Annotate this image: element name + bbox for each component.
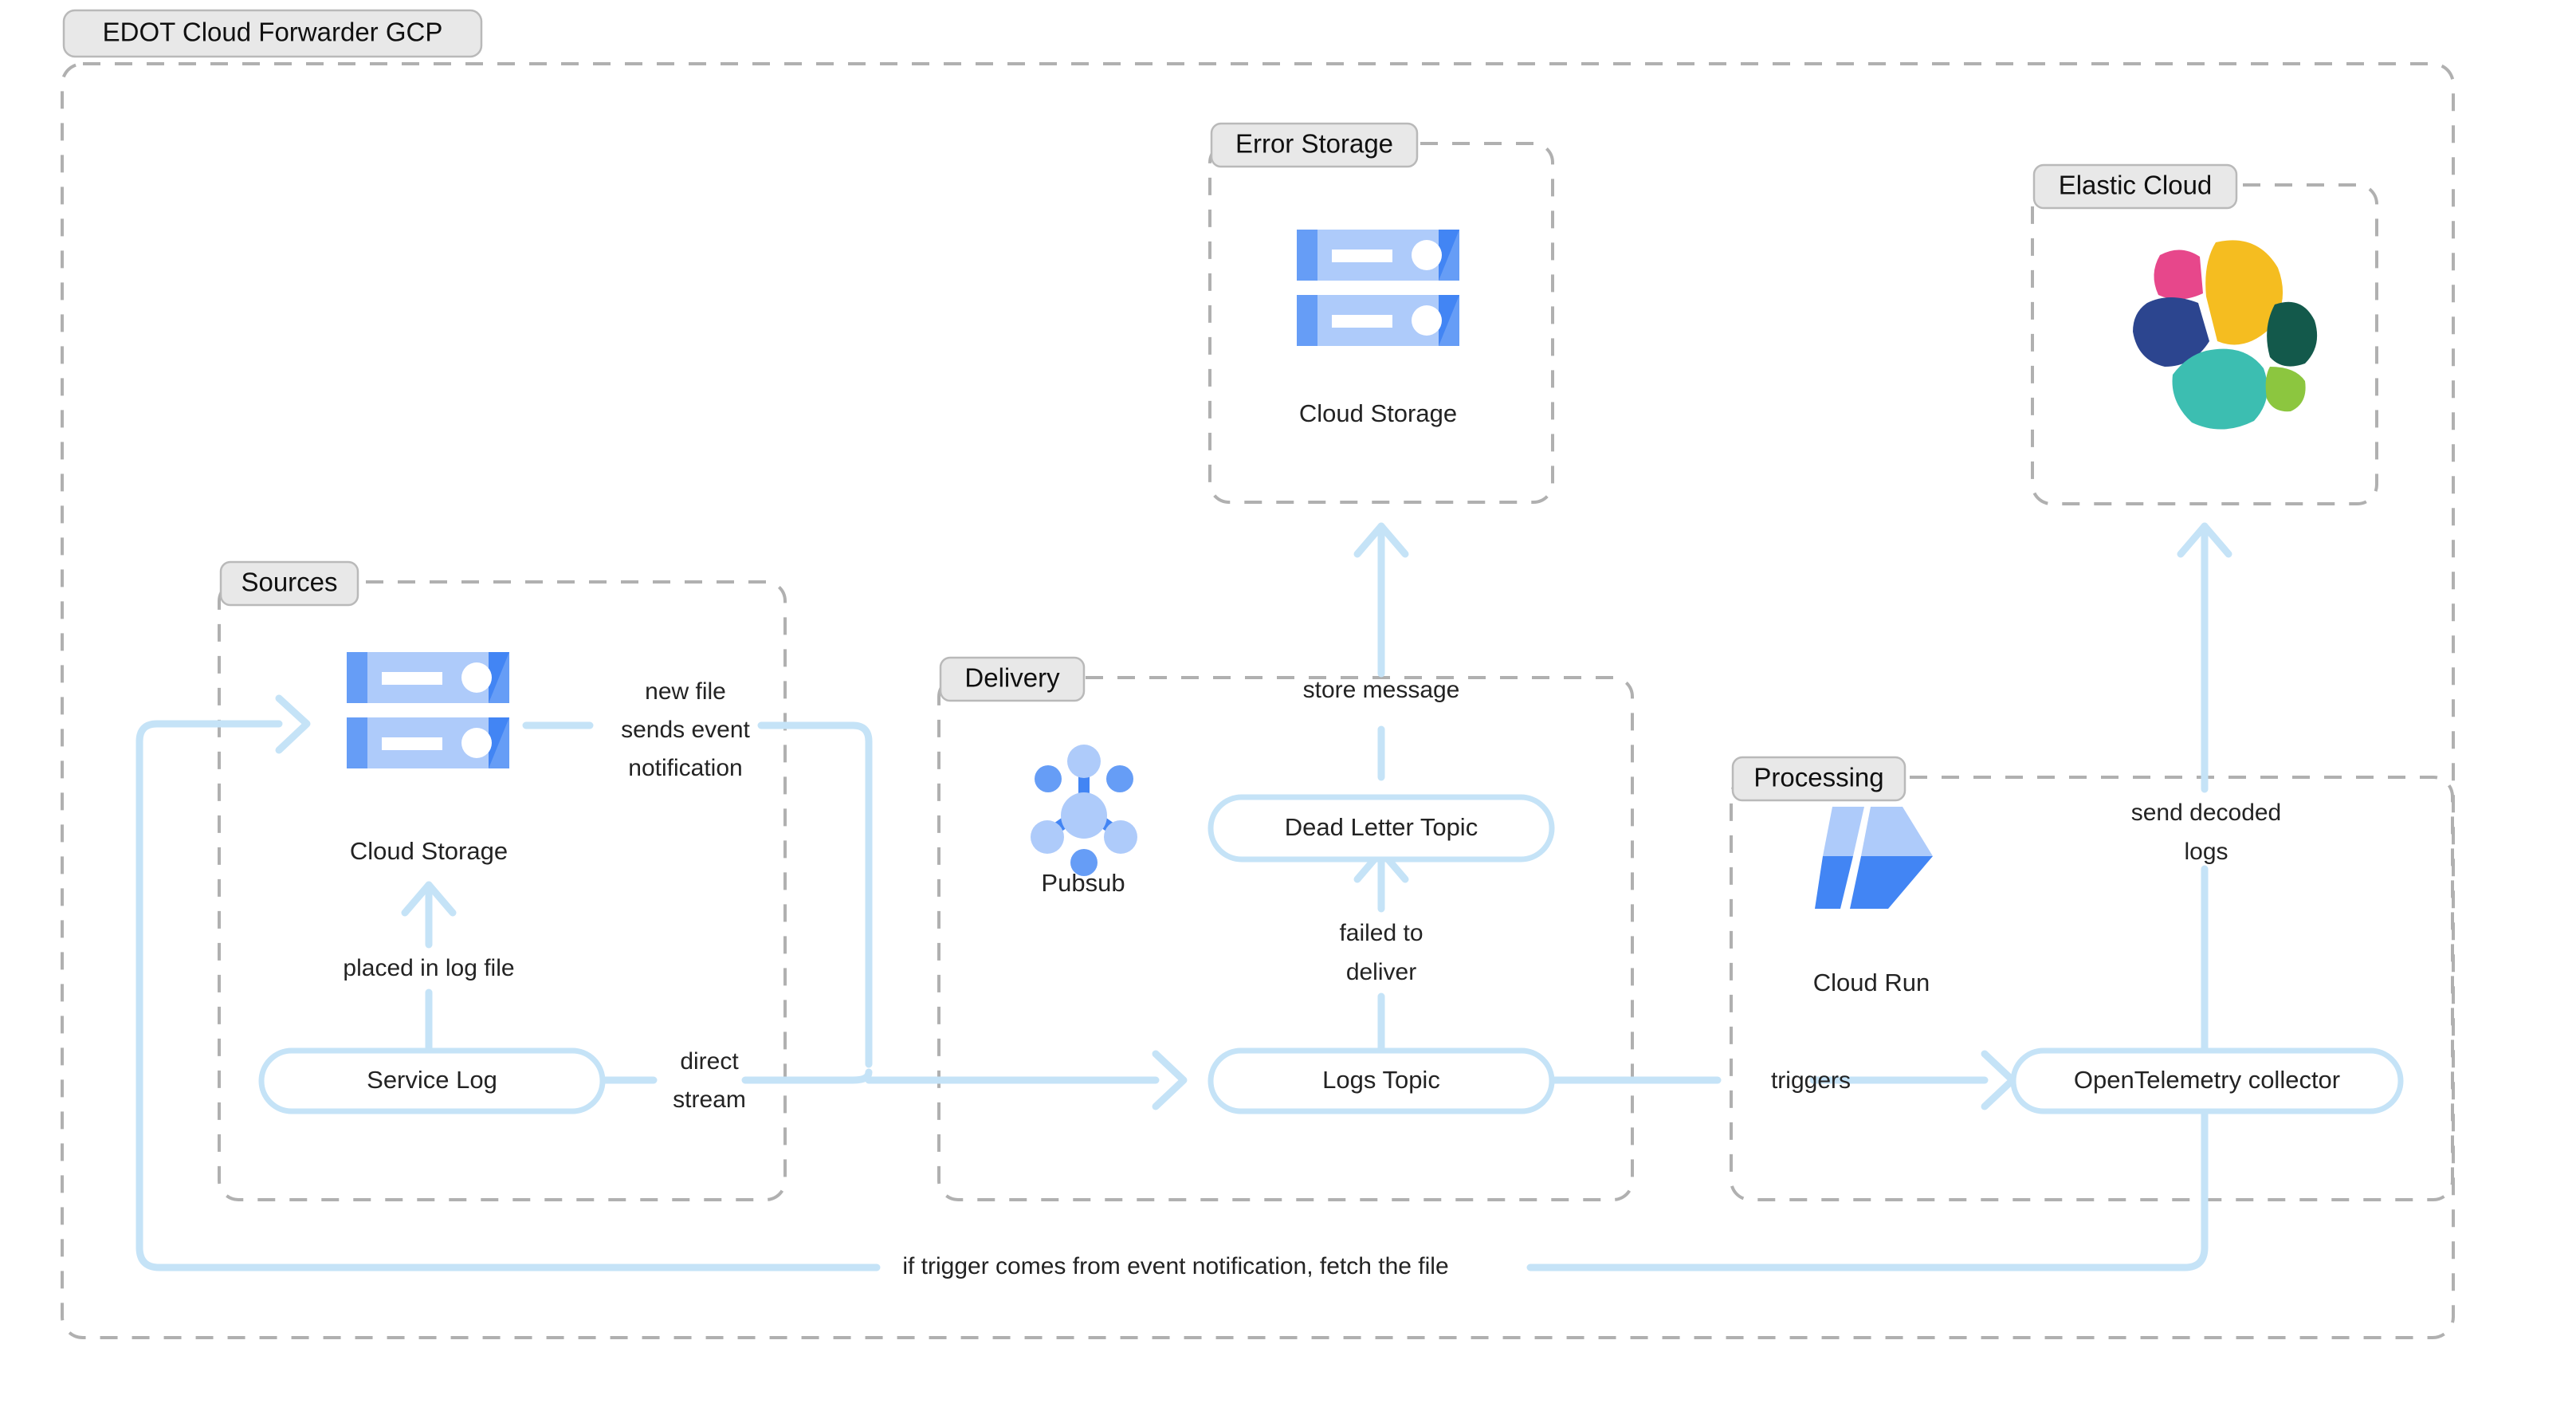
edge-placed-in-log-file <box>401 881 457 1060</box>
edge-label-send-decoded-2: logs <box>2184 839 2228 865</box>
edge-fetch-the-file <box>135 694 2209 1271</box>
group-label-processing: Processing <box>1753 763 1883 792</box>
icon-caption-pubsub: Pubsub <box>1041 869 1125 897</box>
edge-label-new-file-1: new file <box>645 678 726 705</box>
group-label-delivery: Delivery <box>964 663 1060 693</box>
group-border-processing <box>1730 776 2454 1201</box>
edge-store-message <box>1353 522 1409 781</box>
group-pill-sources <box>219 560 359 607</box>
edge-label-triggers: triggers <box>1771 1067 1851 1094</box>
node-service-log[interactable] <box>258 1047 606 1114</box>
group-label-sources: Sources <box>241 568 337 597</box>
group-border-delivery <box>937 676 1634 1201</box>
node-label-otel-collector: OpenTelemetry collector <box>2074 1066 2340 1094</box>
edge-label-placed-in-log-file: placed in log file <box>343 955 514 981</box>
group-pill-delivery <box>939 656 1086 702</box>
group-pill-elastic-cloud <box>2032 163 2238 210</box>
node-dead-letter-topic[interactable] <box>1208 794 1555 863</box>
edge-failed-to-deliver <box>1353 847 1409 1060</box>
edge-label-failed-1: failed to <box>1339 920 1423 946</box>
group-border-elastic-cloud <box>2031 183 2378 505</box>
icon-caption-cloud-run: Cloud Run <box>1813 969 1930 996</box>
group-border-sources <box>218 580 787 1201</box>
edge-label-new-file-2: sends event <box>621 717 750 743</box>
node-logs-topic[interactable] <box>1208 1047 1555 1114</box>
edge-label-send-decoded-1: send decoded <box>2131 800 2282 826</box>
group-label-error-storage: Error Storage <box>1235 129 1393 159</box>
cloud-storage-icon <box>1297 230 1459 346</box>
cloud-run-icon <box>1815 807 1933 909</box>
group-label-elastic-cloud: Elastic Cloud <box>2059 171 2213 200</box>
node-label-dead-letter-topic: Dead Letter Topic <box>1285 813 1478 841</box>
group-pill-error-storage <box>1210 122 1419 168</box>
edge-label-direct-1: direct <box>680 1048 739 1075</box>
outer-container-border <box>61 62 2455 1339</box>
edge-direct-stream <box>598 1050 1188 1110</box>
edge-label-failed-2: deliver <box>1346 959 1416 985</box>
icon-caption-error-cloud-storage: Cloud Storage <box>1299 399 1457 427</box>
edge-label-fetch-the-file: if trigger comes from event notification… <box>902 1253 1448 1279</box>
diagram-title-pill <box>62 9 483 58</box>
cloud-storage-icon <box>347 652 509 768</box>
edge-label-store-message: store message <box>1303 677 1460 703</box>
edge-label-new-file-3: notification <box>628 755 742 781</box>
edge-new-file-notification <box>522 721 873 1068</box>
edge-label-direct-2: stream <box>673 1087 746 1113</box>
page-title: EDOT Cloud Forwarder GCP <box>103 18 443 47</box>
pubsub-icon <box>1031 745 1137 876</box>
node-label-logs-topic: Logs Topic <box>1322 1066 1440 1094</box>
node-otel-collector[interactable] <box>2010 1047 2404 1114</box>
group-border-error-storage <box>1208 142 1554 504</box>
elastic-logo-icon <box>2133 240 2318 430</box>
icon-caption-sources-cloud-storage: Cloud Storage <box>350 837 508 865</box>
edge-send-decoded-logs <box>2177 522 2232 1060</box>
node-label-service-log: Service Log <box>367 1066 497 1094</box>
group-pill-processing <box>1731 756 1906 802</box>
